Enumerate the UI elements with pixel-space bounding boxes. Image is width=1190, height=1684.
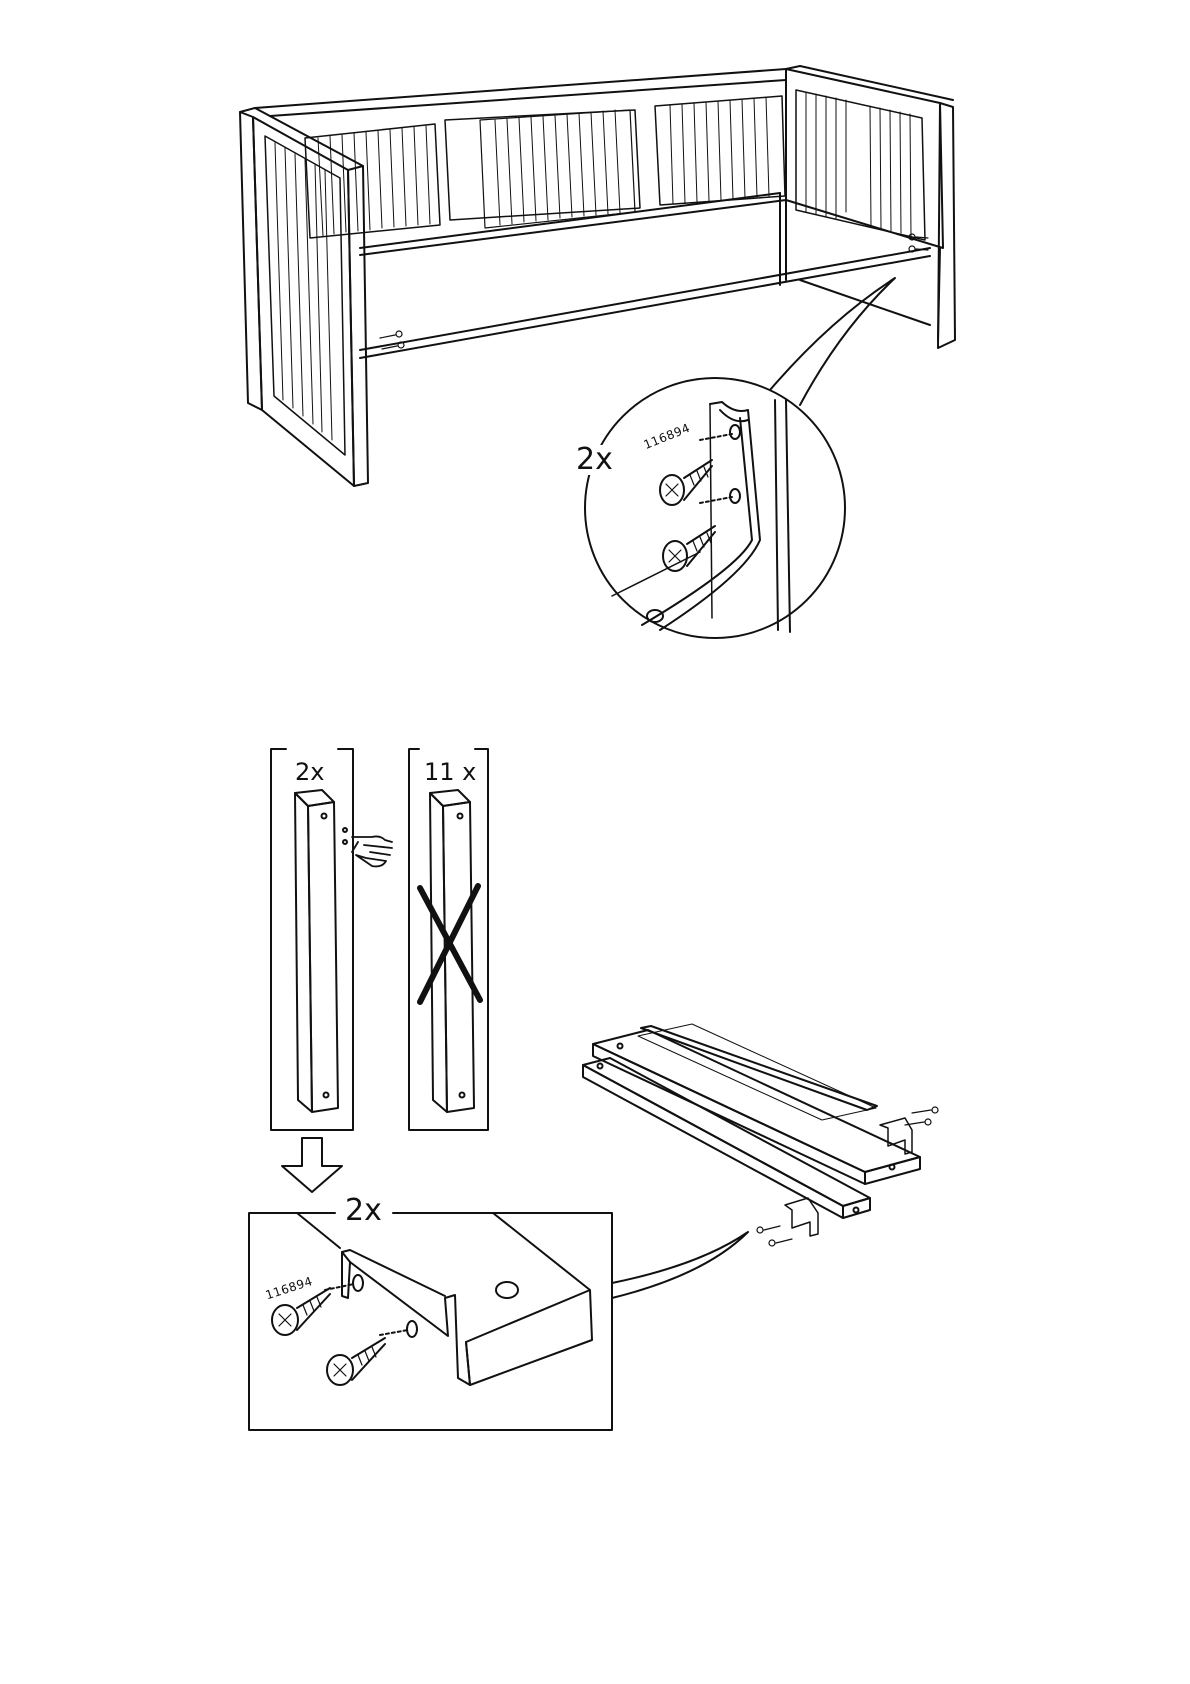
front-rail [360,248,930,358]
panel-left [271,749,392,1130]
back-panel [255,69,786,285]
daybed-frame [240,66,955,486]
bed-rails [583,1024,938,1246]
screw-icon [663,526,715,571]
right-end-panel [786,66,955,348]
slat-correct [295,790,347,1112]
down-arrow-icon [282,1138,342,1192]
bottom-detail-box [249,1213,748,1430]
panel-right-quantity: 11 x [424,760,476,784]
screw-icon [660,460,712,505]
left-end-panel [240,108,368,486]
panel-right [409,749,488,1130]
top-detail-circle [585,378,845,638]
callout-pointer [612,1232,748,1298]
panel-left-quantity: 2x [295,760,324,784]
step-top-quantity: 2x [576,445,613,475]
screw-icon [327,1338,385,1385]
pointing-hand-icon [352,836,392,866]
detail-quantity: 2x [345,1196,382,1226]
callout-pointer [770,278,895,405]
